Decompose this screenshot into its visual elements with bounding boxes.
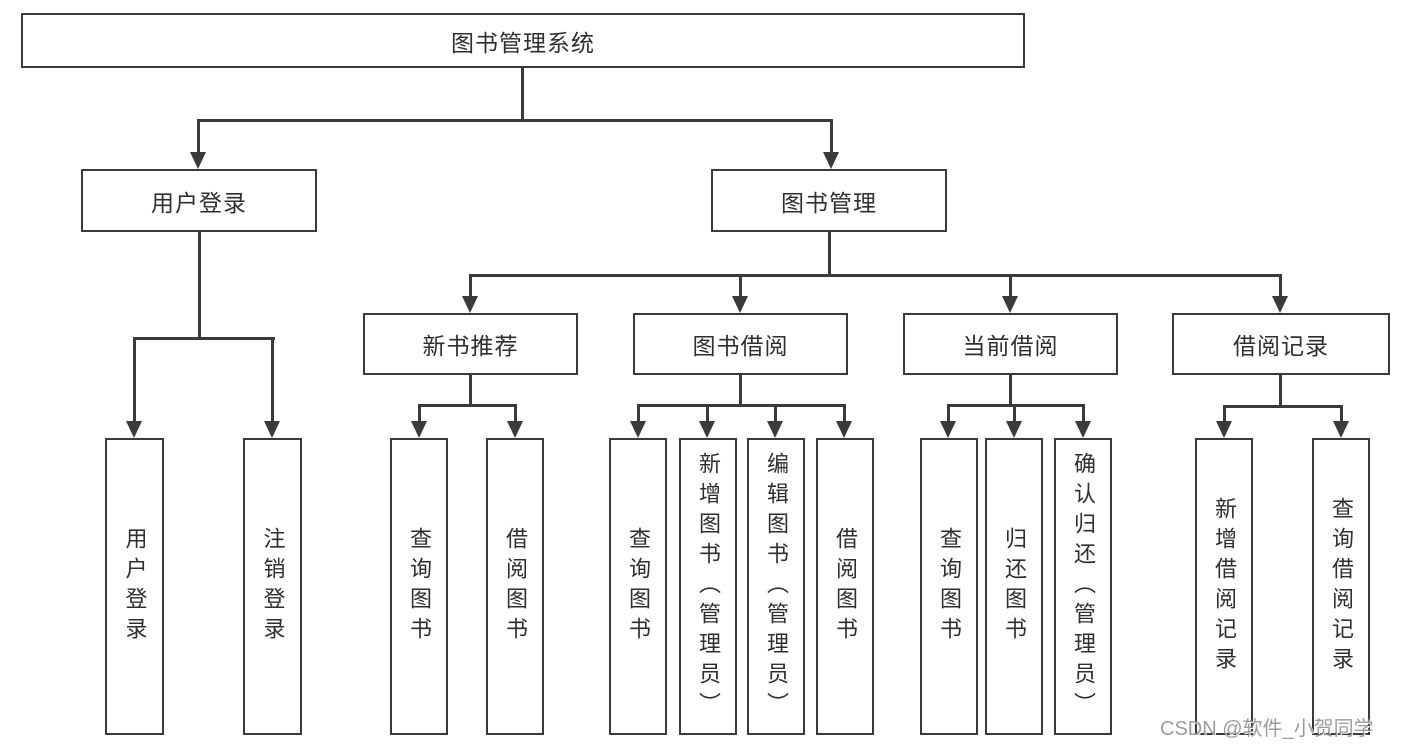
- arrowhead-down-icon: [699, 421, 715, 438]
- leaf-user-login-label: 用户登录: [122, 526, 148, 647]
- leaf-borrow-books-1-label: 借阅图书: [503, 526, 528, 647]
- leaf-return-books-label: 归还图书: [1002, 526, 1027, 647]
- node-borrowing-records-label: 借阅记录: [1233, 333, 1329, 359]
- node-root: 图书管理系统: [21, 13, 1025, 68]
- arrowhead-down-icon: [630, 421, 646, 438]
- arrowhead-down-icon: [507, 421, 523, 438]
- connector-to-book-borrow: [739, 274, 742, 297]
- arrowhead-down-icon: [1333, 421, 1349, 438]
- connector-user-login-stem: [198, 232, 201, 337]
- leaf-query-books-3-label: 查询图书: [937, 526, 962, 647]
- connector-to-book-mgmt: [830, 119, 833, 154]
- node-root-label: 图书管理系统: [451, 29, 595, 56]
- connector-to-leaf: [1340, 405, 1343, 422]
- connector-branch: [418, 404, 517, 407]
- connector-to-current-borrow: [1009, 274, 1012, 297]
- connector-to-new-books: [469, 274, 472, 297]
- node-current-borrowing: 当前借阅: [903, 313, 1118, 375]
- leaf-borrow-books-1: 借阅图书: [486, 438, 544, 735]
- leaf-confirm-return-admin-label: 确认归还（管理员）: [1071, 451, 1096, 722]
- node-book-management-label: 图书管理: [781, 189, 877, 216]
- leaf-confirm-return-admin: 确认归还（管理员）: [1054, 438, 1112, 735]
- arrowhead-down-icon: [940, 421, 956, 438]
- arrowhead-down-icon: [1272, 296, 1288, 313]
- arrowhead-down-icon: [767, 421, 783, 438]
- connector-branch: [1223, 405, 1342, 408]
- leaf-query-books-2: 查询图书: [609, 438, 667, 735]
- connector-to-leaf: [271, 337, 274, 422]
- connector-to-leaf: [1223, 405, 1226, 422]
- arrowhead-down-icon: [462, 296, 478, 313]
- connector-book-mgmt-branch: [469, 274, 1281, 277]
- leaf-borrow-books-2: 借阅图书: [816, 438, 874, 735]
- node-user-login: 用户登录: [81, 169, 317, 232]
- node-book-borrowing: 图书借阅: [633, 313, 848, 375]
- arrowhead-down-icon: [823, 152, 839, 169]
- connector-to-borrow-records: [1279, 274, 1282, 297]
- node-book-management: 图书管理: [711, 169, 947, 232]
- node-borrowing-records: 借阅记录: [1172, 313, 1390, 375]
- connector-stem: [1009, 375, 1012, 406]
- leaf-query-books-2-label: 查询图书: [626, 526, 651, 647]
- connector-to-leaf: [514, 404, 517, 422]
- connector-root-branch: [197, 119, 833, 122]
- connector-to-leaf: [774, 404, 777, 422]
- arrowhead-down-icon: [1002, 296, 1018, 313]
- connector-to-leaf: [133, 337, 136, 422]
- leaf-edit-books-admin-label: 编辑图书（管理员）: [764, 451, 789, 722]
- connector-to-leaf: [843, 404, 846, 422]
- leaf-edit-books-admin: 编辑图书（管理员）: [747, 438, 805, 735]
- node-new-book-recommend-label: 新书推荐: [422, 333, 519, 359]
- leaf-logout-label: 注销登录: [260, 526, 286, 647]
- connector-to-leaf: [947, 404, 950, 422]
- node-current-borrowing-label: 当前借阅: [962, 333, 1059, 359]
- connector-root-stem: [521, 68, 524, 120]
- leaf-borrow-books-2-label: 借阅图书: [833, 526, 858, 647]
- arrowhead-down-icon: [1216, 421, 1232, 438]
- arrowhead-down-icon: [190, 152, 206, 169]
- leaf-query-books-1: 查询图书: [390, 438, 448, 735]
- connector-branch: [637, 404, 845, 407]
- connector-to-leaf: [1082, 404, 1085, 422]
- connector-to-leaf: [637, 404, 640, 422]
- csdn-watermark: CSDN @软件_小贺同学: [1160, 718, 1374, 740]
- connector-stem: [469, 375, 472, 406]
- connector-stem: [1279, 375, 1282, 407]
- arrowhead-down-icon: [1006, 421, 1022, 438]
- arrowhead-down-icon: [732, 296, 748, 313]
- connector-stem: [739, 375, 742, 406]
- leaf-query-borrow-record-label: 查询借阅记录: [1329, 496, 1354, 677]
- arrowhead-down-icon: [126, 421, 142, 438]
- arrowhead-down-icon: [264, 421, 280, 438]
- leaf-query-borrow-record: 查询借阅记录: [1312, 438, 1370, 735]
- leaf-add-books-admin: 新增图书（管理员）: [679, 438, 737, 735]
- connector-book-mgmt-stem: [828, 232, 831, 276]
- leaf-add-books-admin-label: 新增图书（管理员）: [696, 451, 721, 722]
- connector-to-leaf: [1013, 404, 1016, 422]
- leaf-user-login: 用户登录: [105, 438, 164, 735]
- arrowhead-down-icon: [1075, 421, 1091, 438]
- node-book-borrowing-label: 图书借阅: [692, 333, 789, 359]
- leaf-logout: 注销登录: [243, 438, 302, 735]
- connector-to-leaf: [418, 404, 421, 422]
- connector-to-leaf: [706, 404, 709, 422]
- leaf-query-books-3: 查询图书: [920, 438, 978, 735]
- connector-to-user-login: [197, 119, 200, 154]
- node-user-login-label: 用户登录: [151, 189, 247, 216]
- arrowhead-down-icon: [836, 421, 852, 438]
- leaf-add-borrow-record-label: 新增借阅记录: [1212, 496, 1237, 677]
- connector-user-login-branch: [133, 337, 275, 340]
- leaf-return-books: 归还图书: [985, 438, 1043, 735]
- leaf-query-books-1-label: 查询图书: [407, 526, 432, 647]
- arrowhead-down-icon: [411, 421, 427, 438]
- connector-branch: [947, 404, 1084, 407]
- node-new-book-recommend: 新书推荐: [363, 313, 578, 375]
- leaf-add-borrow-record: 新增借阅记录: [1195, 438, 1253, 735]
